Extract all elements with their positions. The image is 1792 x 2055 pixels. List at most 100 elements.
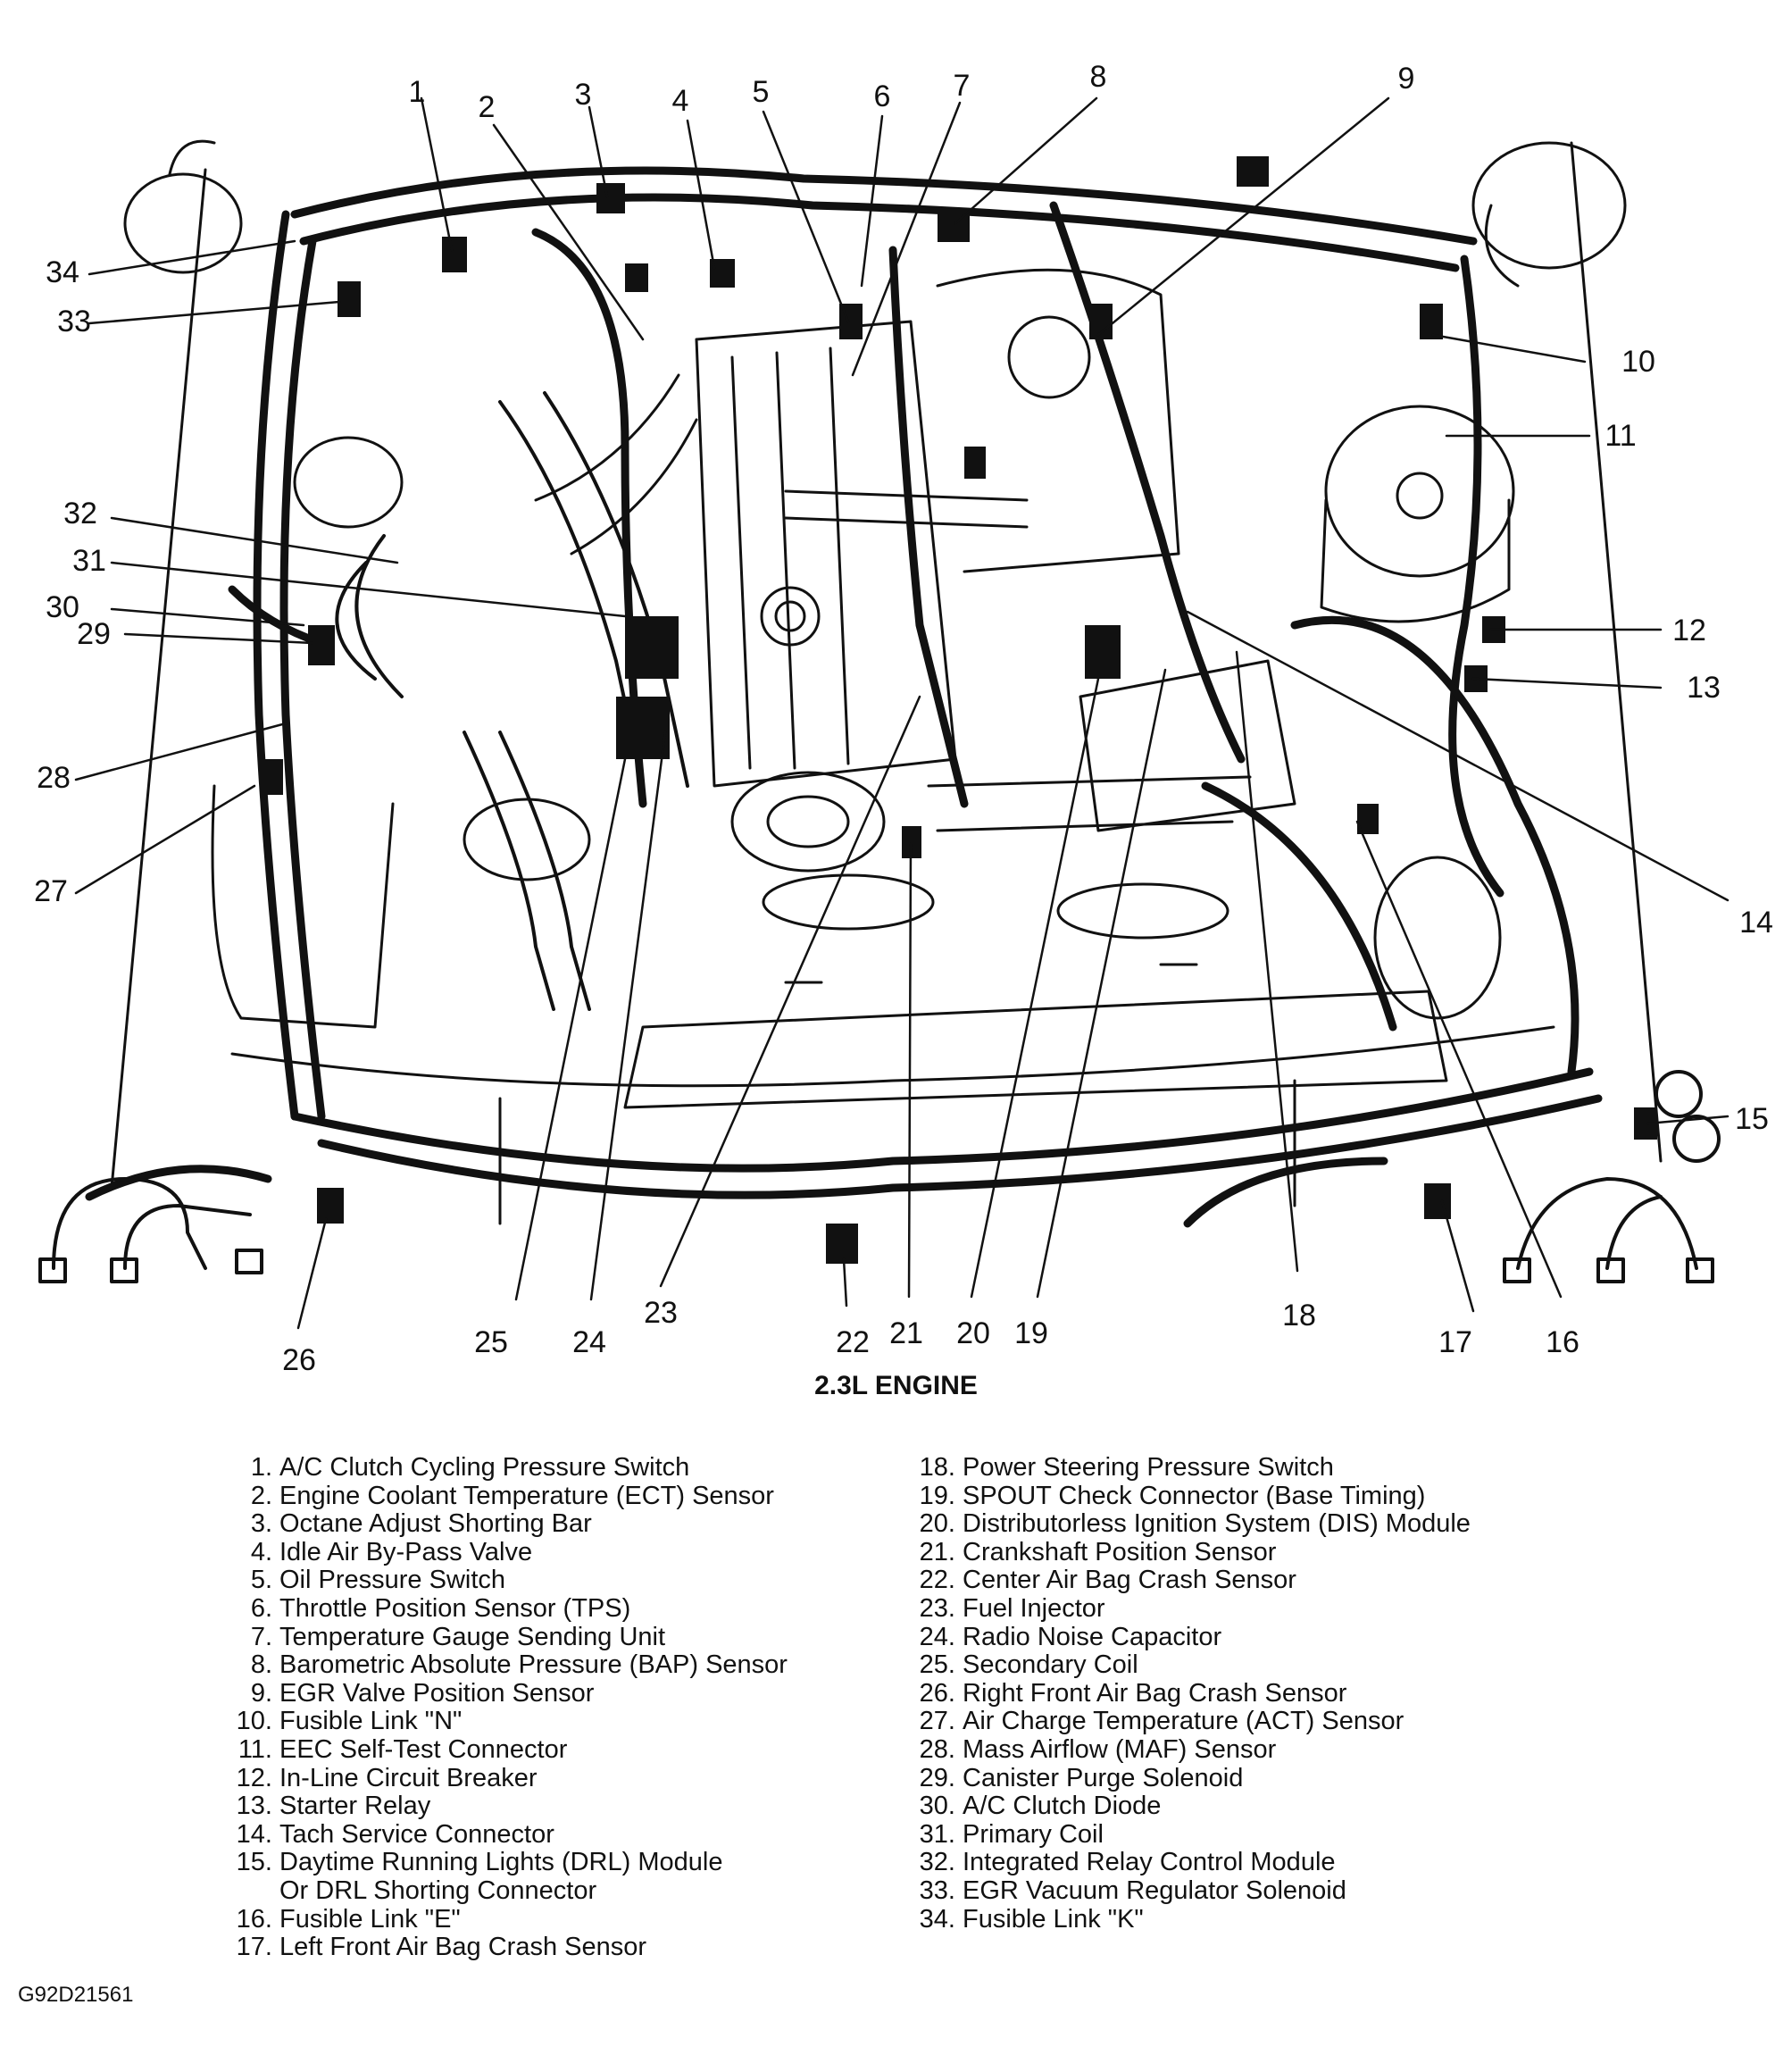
legend-item: 34.Fusible Link "K" xyxy=(911,1904,1471,1934)
legend-item-number: 8. xyxy=(250,1650,272,1680)
callout-2: 2 xyxy=(479,90,496,124)
components xyxy=(263,156,1657,1264)
legend-item-label: Canister Purge Solenoid xyxy=(963,1763,1244,1792)
legend-item-label: Air Charge Temperature (ACT) Sensor xyxy=(963,1707,1404,1736)
legend-item: Or DRL Shorting Connector xyxy=(228,1875,788,1906)
legend-item-number: 31. xyxy=(919,1819,955,1849)
legend-item: 17.Left Front Air Bag Crash Sensor xyxy=(228,1933,788,1962)
legend-item-number: 13. xyxy=(236,1792,272,1821)
legend-item-label: Mass Airflow (MAF) Sensor xyxy=(963,1734,1277,1764)
legend-item-number: 17. xyxy=(236,1933,272,1962)
legend-item: 16.Fusible Link "E" xyxy=(228,1904,788,1934)
legend-item-number: 27. xyxy=(919,1707,955,1736)
legend-item-number: 4. xyxy=(250,1537,272,1566)
wiring-harness xyxy=(85,166,1603,1228)
legend-item-label: Temperature Gauge Sending Unit xyxy=(279,1622,666,1651)
legend-item: 9.EGR Valve Position Sensor xyxy=(228,1678,788,1708)
legend-item-number: 1. xyxy=(250,1453,272,1482)
legend-item-number: 9. xyxy=(250,1678,272,1708)
legend-item: 8.Barometric Absolute Pressure (BAP) Sen… xyxy=(228,1650,788,1680)
legend-item-label: Octane Adjust Shorting Bar xyxy=(279,1509,592,1539)
legend-item: 4.Idle Air By-Pass Valve xyxy=(228,1537,788,1567)
callout-13: 13 xyxy=(1687,671,1721,705)
legend-item: 13.Starter Relay xyxy=(228,1792,788,1821)
legend-item-label: EGR Valve Position Sensor xyxy=(279,1678,595,1708)
legend-item-label: Or DRL Shorting Connector xyxy=(279,1875,597,1905)
legend-item-number: 29. xyxy=(919,1763,955,1792)
legend-item: 30.A/C Clutch Diode xyxy=(911,1792,1471,1821)
legend-item-number: 14. xyxy=(236,1819,272,1849)
callout-7: 7 xyxy=(954,69,971,103)
callout-14: 14 xyxy=(1739,906,1773,940)
legend-item-number: 33. xyxy=(919,1875,955,1905)
callout-21: 21 xyxy=(889,1316,923,1350)
legend-item: 2.Engine Coolant Temperature (ECT) Senso… xyxy=(228,1482,788,1511)
legend-item: 19.SPOUT Check Connector (Base Timing) xyxy=(911,1481,1471,1511)
legend-item: 20. Distributorless Ignition System (DIS)… xyxy=(911,1509,1471,1539)
legend-item-label: Fusible Link "E" xyxy=(279,1904,461,1934)
legend-item: 28.Mass Airflow (MAF) Sensor xyxy=(911,1734,1471,1765)
legend-item-label: SPOUT Check Connector (Base Timing) xyxy=(963,1481,1426,1510)
legend-item-label: Secondary Coil xyxy=(963,1650,1138,1680)
legend-item-label: Fusible Link "N" xyxy=(279,1707,463,1736)
callout-23: 23 xyxy=(644,1296,678,1330)
legend-item: 15.Daytime Running Lights (DRL) Module xyxy=(228,1849,788,1877)
legend-item: 12.In-Line Circuit Breaker xyxy=(228,1763,788,1793)
legend-item-label: Left Front Air Bag Crash Sensor xyxy=(279,1933,647,1962)
legend-item-label: EEC Self-Test Connector xyxy=(279,1734,568,1764)
connector-pigtails xyxy=(38,1070,1721,1283)
legend-item: 10.Fusible Link "N" xyxy=(228,1708,788,1736)
legend-item-label: Throttle Position Sensor (TPS) xyxy=(279,1593,631,1623)
legend-item-number: 10. xyxy=(236,1707,272,1736)
legend-item-number: 20. xyxy=(919,1509,955,1539)
legend-item-label: Fusible Link "K" xyxy=(963,1904,1144,1934)
engine-block xyxy=(463,268,1448,1109)
legend-item: 7.Temperature Gauge Sending Unit xyxy=(228,1622,788,1652)
legend-item: 25. Secondary Coil xyxy=(911,1650,1471,1680)
legend-item: 21.Crankshaft Position Sensor xyxy=(911,1538,1471,1567)
callout-25: 25 xyxy=(474,1325,508,1359)
legend-item-label: Integrated Relay Control Module xyxy=(963,1848,1336,1877)
legend-item-label: Right Front Air Bag Crash Sensor xyxy=(963,1678,1347,1708)
callout-31: 31 xyxy=(72,544,106,578)
legend-item: 33. EGR Vacuum Regulator Solenoid xyxy=(911,1875,1471,1906)
callout-17: 17 xyxy=(1438,1325,1472,1359)
legend-item-label: Idle Air By-Pass Valve xyxy=(279,1537,533,1566)
reservoirs xyxy=(123,139,1627,1029)
legend-item-label: Distributorless Ignition System (DIS) Mo… xyxy=(963,1509,1471,1539)
legend-item-number: 3. xyxy=(250,1509,272,1539)
legend-item: 23.Fuel Injector xyxy=(911,1594,1471,1624)
callout-9: 9 xyxy=(1398,62,1415,96)
callout-29: 29 xyxy=(77,617,111,651)
callout-4: 4 xyxy=(672,84,689,118)
callout-32: 32 xyxy=(63,497,97,530)
legend-item-number: 22. xyxy=(919,1566,955,1595)
legend-item-label: Center Air Bag Crash Sensor xyxy=(963,1566,1296,1595)
leader-lines xyxy=(74,96,1729,1330)
legend-item-label: A/C Clutch Cycling Pressure Switch xyxy=(279,1453,690,1482)
legend-item-number: 12. xyxy=(236,1763,272,1792)
legend-item-label: Primary Coil xyxy=(963,1819,1104,1849)
legend-item-label: Power Steering Pressure Switch xyxy=(963,1453,1334,1482)
legend-item: 32.Integrated Relay Control Module xyxy=(911,1849,1471,1877)
legend-item-number: 5. xyxy=(250,1566,272,1595)
legend-item-number: 24. xyxy=(919,1622,955,1651)
legend-item-label: Oil Pressure Switch xyxy=(279,1566,506,1595)
callout-12: 12 xyxy=(1672,614,1706,647)
legend-item: 24.Radio Noise Capacitor xyxy=(911,1622,1471,1652)
figure-title: 2.3L ENGINE xyxy=(814,1371,978,1400)
callout-26: 26 xyxy=(282,1343,316,1375)
callout-19: 19 xyxy=(1014,1316,1048,1350)
legend-item: 22. Center Air Bag Crash Sensor xyxy=(911,1566,1471,1595)
callout-6: 6 xyxy=(874,79,891,113)
legend-item: 29. Canister Purge Solenoid xyxy=(911,1763,1471,1793)
legend-item: 18.Power Steering Pressure Switch xyxy=(911,1453,1471,1483)
callout-3: 3 xyxy=(575,78,592,112)
legend-item-label: EGR Vacuum Regulator Solenoid xyxy=(963,1875,1346,1905)
callout-27: 27 xyxy=(34,874,68,908)
callout-24: 24 xyxy=(572,1325,606,1359)
callout-10: 10 xyxy=(1621,345,1655,379)
legend-item-number: 25. xyxy=(919,1650,955,1680)
